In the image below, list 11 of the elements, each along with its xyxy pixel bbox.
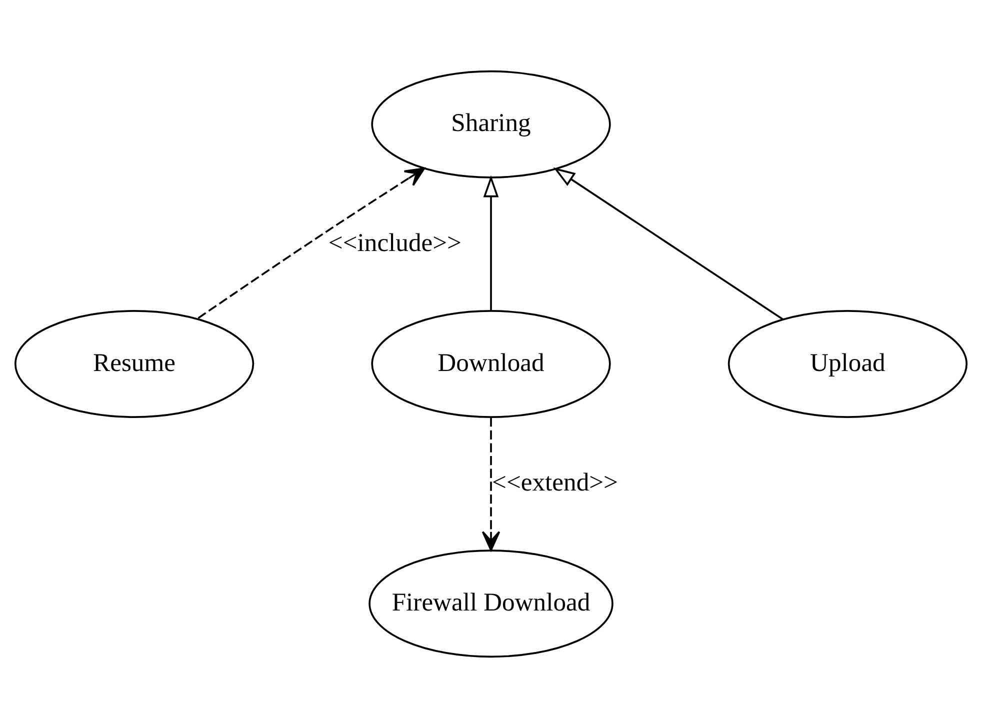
node-ellipse: Firewall Download [368,549,614,658]
arrow [197,166,426,319]
arrow [482,417,500,551]
arrow [553,166,784,320]
arrow [483,174,499,310]
node-ellipse: Download [371,310,611,418]
node-ellipse: Upload [728,310,968,418]
edge-label: <<include>> [328,227,462,256]
edge-label: <<extend>> [492,467,618,496]
node-ellipse: Resume [14,310,254,418]
node-ellipse: Sharing [371,70,611,178]
